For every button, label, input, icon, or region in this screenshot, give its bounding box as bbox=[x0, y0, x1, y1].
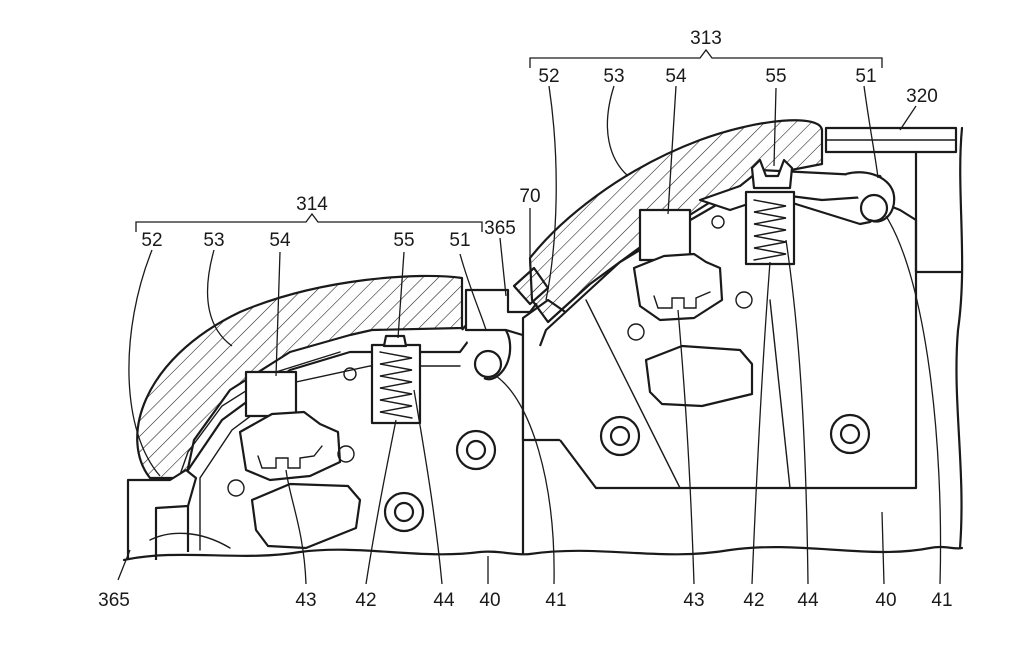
label-42-right: 42 bbox=[743, 590, 764, 611]
left-screw-1-core bbox=[465, 439, 487, 461]
left-spring-housing bbox=[370, 343, 422, 425]
right-hole-2 bbox=[735, 291, 753, 309]
right-break-line bbox=[528, 545, 964, 556]
label-365-bottom: 365 bbox=[98, 590, 130, 611]
label-55-left: 55 bbox=[393, 230, 414, 251]
right-screw-2 bbox=[829, 413, 871, 455]
right-latch-teeth bbox=[653, 291, 711, 309]
leader-53-left bbox=[207, 249, 233, 347]
label-53-left: 53 bbox=[203, 230, 224, 251]
right-assembly bbox=[528, 119, 964, 556]
label-54-right: 54 bbox=[665, 66, 687, 87]
leader-55-left bbox=[397, 251, 405, 339]
label-51-left: 51 bbox=[449, 230, 470, 251]
label-313: 313 bbox=[690, 28, 722, 49]
left-screw-2-core bbox=[393, 501, 415, 523]
label-41-left: 41 bbox=[545, 590, 566, 611]
left-stop-line bbox=[155, 505, 189, 509]
left-lever-53 bbox=[136, 274, 464, 480]
right-lower-block bbox=[644, 344, 754, 408]
label-52-right: 52 bbox=[538, 66, 559, 87]
label-44-left: 44 bbox=[433, 590, 455, 611]
left-hole-3 bbox=[343, 367, 357, 381]
left-spring-42 bbox=[379, 351, 413, 419]
right-spring-housing bbox=[744, 190, 796, 266]
leader-53-right bbox=[606, 85, 629, 177]
label-320: 320 bbox=[906, 86, 938, 107]
left-spring-cap-55 bbox=[382, 334, 408, 348]
right-screw-1 bbox=[599, 415, 641, 457]
left-latch-teeth bbox=[257, 445, 323, 469]
label-43-left: 43 bbox=[295, 590, 316, 611]
left-lower-block bbox=[250, 482, 362, 550]
leader-44-right bbox=[785, 239, 809, 585]
left-latch-43 bbox=[238, 410, 342, 482]
leader-365-bottom bbox=[117, 549, 131, 581]
left-assembly bbox=[122, 274, 532, 562]
leader-54-right bbox=[667, 85, 677, 215]
label-44-right: 44 bbox=[797, 590, 819, 611]
leader-365-top bbox=[499, 237, 507, 297]
right-pivot-ring bbox=[859, 193, 889, 223]
left-actuator-54 bbox=[244, 370, 298, 418]
leader-55-right bbox=[773, 87, 777, 167]
labels: 314 52 53 54 55 51 313 52 53 54 55 51 70… bbox=[98, 28, 952, 611]
brace-313 bbox=[529, 48, 883, 68]
left-base-curve bbox=[149, 532, 231, 549]
leader-43-right bbox=[677, 309, 695, 585]
bottom-leaders bbox=[117, 215, 942, 585]
leader-52-left bbox=[128, 249, 161, 477]
right-frame-wall bbox=[914, 150, 964, 274]
left-pivot-ring bbox=[473, 349, 503, 379]
label-43-right: 43 bbox=[683, 590, 704, 611]
label-70: 70 bbox=[519, 186, 540, 207]
leader-52-right bbox=[545, 85, 557, 301]
left-screw-2 bbox=[383, 491, 425, 533]
right-screw-2-core bbox=[839, 423, 861, 445]
label-365-top: 365 bbox=[484, 218, 516, 239]
label-55-right: 55 bbox=[765, 66, 786, 87]
right-hole-1 bbox=[627, 323, 645, 341]
right-spring-cap-55 bbox=[750, 158, 794, 190]
right-edge-break bbox=[955, 126, 964, 550]
left-hole-1 bbox=[227, 479, 245, 497]
right-hole-3 bbox=[711, 215, 725, 229]
left-stop-365 bbox=[126, 468, 198, 560]
label-41-right: 41 bbox=[931, 590, 952, 611]
leader-40-right bbox=[881, 511, 885, 585]
top-leaders bbox=[128, 85, 917, 477]
leader-44-left bbox=[413, 389, 443, 585]
label-54-left: 54 bbox=[269, 230, 291, 251]
leader-41-right bbox=[885, 215, 942, 585]
left-hole-2 bbox=[337, 445, 355, 463]
left-lever-arm bbox=[175, 351, 341, 487]
right-pivot-51 bbox=[845, 171, 896, 223]
left-screw-1 bbox=[455, 429, 497, 471]
leader-43-left bbox=[285, 469, 307, 585]
label-53-right: 53 bbox=[603, 66, 624, 87]
label-51-right: 51 bbox=[855, 66, 876, 87]
leader-51-left bbox=[459, 253, 487, 331]
right-screw-1-core bbox=[609, 425, 631, 447]
right-frame-diag-2 bbox=[769, 299, 791, 489]
left-break-line bbox=[122, 548, 532, 562]
right-spring-42 bbox=[753, 199, 787, 261]
leader-54-left bbox=[275, 251, 281, 377]
label-40-right: 40 bbox=[875, 590, 896, 611]
brace-314 bbox=[135, 212, 483, 232]
label-42-left: 42 bbox=[355, 590, 376, 611]
leader-320 bbox=[899, 105, 917, 131]
leader-51-right bbox=[863, 85, 879, 179]
label-52-left: 52 bbox=[141, 230, 162, 251]
label-314: 314 bbox=[296, 194, 328, 215]
label-40-left: 40 bbox=[479, 590, 500, 611]
leader-42-right bbox=[751, 261, 771, 585]
leader-42-left bbox=[365, 419, 397, 585]
leader-41-left bbox=[495, 375, 555, 585]
right-actuator-54 bbox=[638, 208, 692, 262]
right-frame-diag-1 bbox=[585, 299, 681, 489]
